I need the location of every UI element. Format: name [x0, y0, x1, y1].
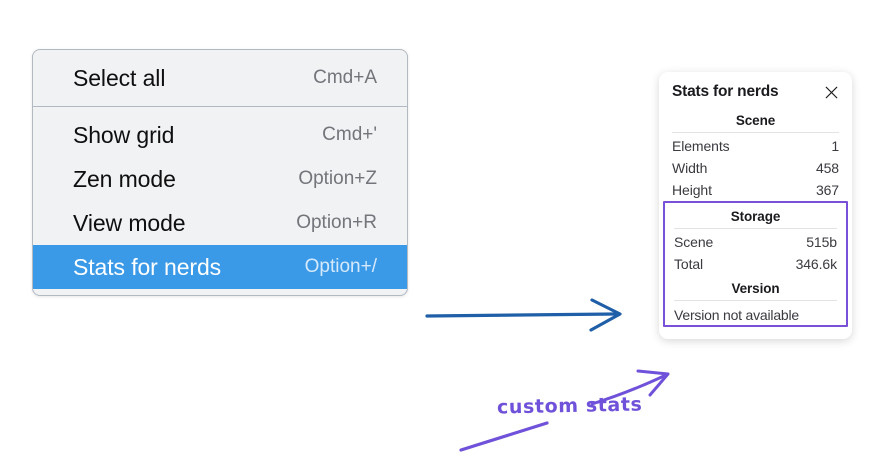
section-divider: [672, 132, 839, 133]
section-heading: Storage: [730, 209, 781, 224]
menu-item-label: Show grid: [73, 121, 175, 148]
section-divider: [674, 228, 837, 229]
menu-item-stats-for-nerds[interactable]: Stats for nerds Option+/: [33, 245, 407, 289]
purple-underline-stroke: [459, 421, 549, 452]
stat-row-total: Total 346.6k: [674, 253, 837, 275]
section-divider: [674, 300, 837, 301]
menu-item-view-mode[interactable]: View mode Option+R: [33, 201, 407, 245]
stat-row-height: Height 367: [672, 179, 839, 201]
stat-row-elements: Elements 1: [672, 135, 839, 157]
menu-section-1: Select all Cmd+A: [33, 50, 407, 106]
stat-key: Width: [672, 160, 708, 176]
section-heading: Version: [731, 281, 780, 296]
menu-item-label: View mode: [73, 209, 186, 236]
blue-arrow-icon: [425, 298, 622, 332]
menu-section-2: Show grid Cmd+' Zen mode Option+Z View m…: [33, 106, 407, 295]
custom-stats-highlight-box: Storage Scene 515b Total 346.6k Version …: [663, 201, 848, 327]
menu-item-shortcut: Cmd+A: [313, 67, 377, 88]
stats-panel-header: Stats for nerds: [659, 81, 852, 107]
menu-item-select-all[interactable]: Select all Cmd+A: [33, 56, 407, 100]
stat-row-width: Width 458: [672, 157, 839, 179]
stats-for-nerds-panel: Stats for nerds Scene Elements 1 Width 4…: [659, 72, 852, 339]
menu-item-shortcut: Option+R: [296, 212, 377, 233]
menu-item-shortcut: Option+/: [304, 256, 377, 277]
stat-value: 1: [831, 138, 839, 154]
menu-item-zen-mode[interactable]: Zen mode Option+Z: [33, 157, 407, 201]
stat-key: Height: [672, 182, 712, 198]
menu-item-label: Zen mode: [73, 165, 176, 192]
stats-panel-title: Stats for nerds: [672, 83, 779, 100]
stats-section-storage: Storage Scene 515b Total 346.6k: [674, 203, 837, 275]
menu-item-label: Stats for nerds: [73, 253, 222, 280]
stat-key: Scene: [674, 234, 714, 250]
context-menu[interactable]: Select all Cmd+A Show grid Cmd+' Zen mod…: [32, 49, 408, 296]
version-not-available-text: Version not available: [674, 307, 799, 323]
stat-value: 346.6k: [795, 256, 838, 272]
stat-row-scene: Scene 515b: [674, 231, 837, 253]
stats-section-version: Version Version not available: [674, 275, 837, 325]
stats-section-scene: Scene Elements 1 Width 458 Height 367: [659, 107, 852, 201]
menu-item-label: Select all: [73, 64, 166, 91]
section-heading: Scene: [735, 113, 776, 128]
handwritten-annotation-label: custom stats: [496, 393, 643, 419]
stat-value: 515b: [806, 234, 837, 250]
menu-item-shortcut: Option+Z: [298, 168, 377, 189]
close-icon[interactable]: [824, 85, 839, 100]
stat-key: Total: [674, 256, 704, 272]
stat-value: 367: [815, 182, 839, 198]
menu-item-shortcut: Cmd+': [322, 124, 377, 145]
stat-key: Elements: [672, 138, 730, 154]
menu-item-show-grid[interactable]: Show grid Cmd+': [33, 113, 407, 157]
stat-value: 458: [815, 160, 839, 176]
